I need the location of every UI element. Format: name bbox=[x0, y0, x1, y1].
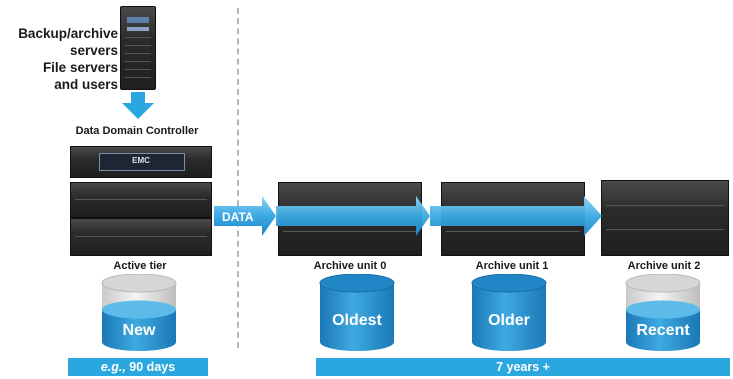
archive-retention-text: 7 years + bbox=[496, 360, 550, 374]
sources-line-3: File servers bbox=[42, 60, 118, 75]
data-flow-label: DATA bbox=[222, 210, 254, 224]
tier-divider bbox=[237, 8, 239, 348]
sources-line-1: Backup/archive bbox=[18, 26, 118, 41]
cylinder-top bbox=[319, 273, 395, 293]
cylinder-top bbox=[625, 273, 701, 293]
archive-retention-bar: 7 years + bbox=[316, 358, 730, 376]
cylinder-fill-body bbox=[472, 283, 546, 351]
cylinder-archive-1: Older bbox=[470, 273, 548, 352]
data-flow-arrow bbox=[214, 196, 602, 236]
cylinder-graphic bbox=[625, 273, 701, 351]
active-tier-shelf-2 bbox=[70, 218, 212, 256]
cylinder-fill-body bbox=[626, 309, 700, 351]
cylinder-archive-2: Recent bbox=[624, 273, 702, 352]
sources-line-4: and users bbox=[54, 77, 118, 92]
tier-label-active: Active tier bbox=[113, 260, 167, 272]
cylinder-top bbox=[471, 273, 547, 293]
cylinder-graphic bbox=[471, 273, 547, 351]
cylinder-top bbox=[101, 273, 177, 293]
cylinder-label: Recent bbox=[636, 322, 690, 339]
sources-line-2: servers bbox=[69, 43, 118, 58]
active-retention-suffix: 90 days bbox=[125, 360, 176, 374]
tier-label-archive-1: Archive unit 1 bbox=[475, 260, 549, 272]
controller-badge: EMC bbox=[132, 156, 150, 165]
active-tier-shelf-1 bbox=[70, 182, 212, 218]
cylinder-graphic bbox=[101, 273, 177, 351]
cylinder-graphic bbox=[319, 273, 395, 351]
server-tower bbox=[120, 6, 156, 90]
controller-unit: EMC bbox=[70, 146, 212, 178]
active-retention-bar: e.g., 90 days bbox=[68, 358, 208, 376]
down-arrow-icon bbox=[122, 92, 154, 119]
active-retention-prefix: e.g., bbox=[100, 360, 126, 374]
cylinder-label: Oldest bbox=[332, 312, 382, 329]
cylinder-fill-body bbox=[320, 283, 394, 351]
sources-label-block: Backup/archive servers File servers and … bbox=[0, 25, 118, 95]
cylinder-active: New bbox=[100, 273, 178, 352]
cylinder-fill-surface bbox=[626, 300, 700, 319]
archive-unit-2-shelf bbox=[601, 180, 729, 256]
cylinder-label: Older bbox=[488, 312, 530, 329]
tier-label-archive-0: Archive unit 0 bbox=[313, 260, 387, 272]
controller-label: Data Domain Controller bbox=[75, 125, 199, 137]
cylinder-label: New bbox=[122, 322, 156, 339]
tier-label-archive-2: Archive unit 2 bbox=[627, 260, 701, 272]
cylinder-fill-body bbox=[102, 309, 176, 351]
cylinder-fill-surface bbox=[102, 300, 176, 319]
cylinder-archive-0: Oldest bbox=[318, 273, 396, 352]
